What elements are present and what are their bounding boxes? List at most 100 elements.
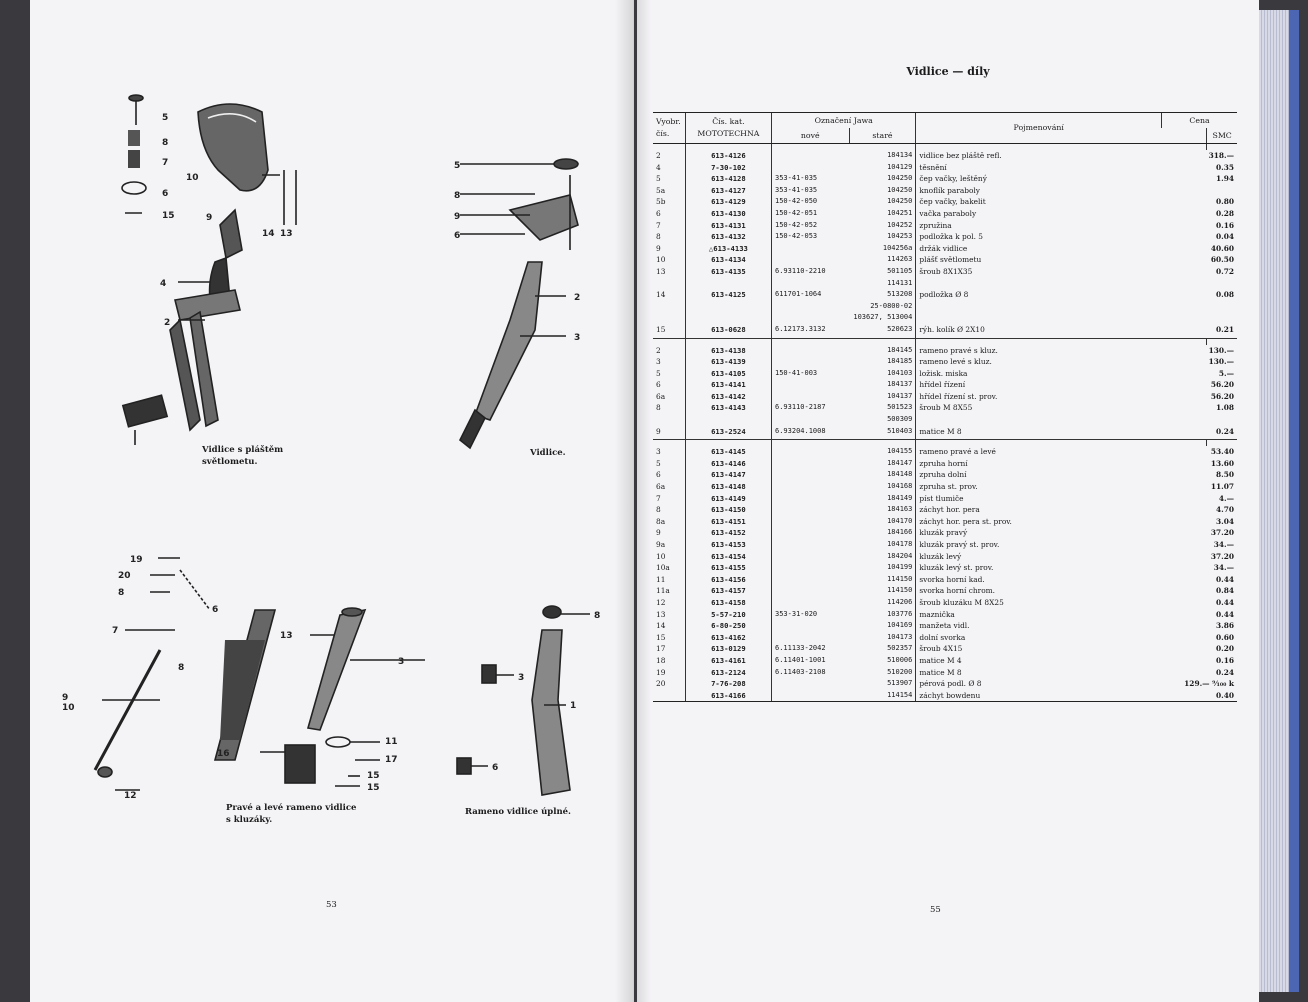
cell-nove: 6.93204.1008 xyxy=(771,425,850,441)
cell-vyb: 5 xyxy=(656,174,661,184)
cell-nove xyxy=(771,515,850,528)
cell-kat: 613-4131 xyxy=(684,219,772,232)
cell-vyb: 9 xyxy=(656,243,661,253)
cell-name: maznička xyxy=(915,608,1162,621)
cell-vyb: 6 xyxy=(656,380,661,390)
cell-nove xyxy=(771,539,850,551)
cell-nove: 150-42-050 xyxy=(771,196,850,208)
cell-nove: 6.11403-2108 xyxy=(771,666,850,679)
cell-vyb: 18 xyxy=(656,655,666,665)
cell-kat: 7-76-208 xyxy=(684,678,772,690)
cell-cena: 3.04 xyxy=(1215,516,1234,526)
cell-nove xyxy=(771,300,850,313)
cell-name xyxy=(915,277,1162,290)
cell-name: kluzák pravý st. prov. xyxy=(915,539,1162,551)
cell-name: podložka Ø 8 xyxy=(915,289,1162,301)
cell-vyb: 2 xyxy=(656,345,661,355)
cell-vyb: 17 xyxy=(656,644,666,654)
cell-cena: 318.— xyxy=(1208,151,1234,160)
cell-nove xyxy=(771,678,850,690)
cell-cena: 53.40 xyxy=(1210,447,1234,457)
cell-nove xyxy=(771,562,850,574)
cell-kat: 613-4152 xyxy=(684,527,772,539)
cell-name: záchyt hor. pera st. prov. xyxy=(915,515,1162,528)
col-header-name: Pojmenování xyxy=(915,112,1162,144)
cell-cena: 0.44 xyxy=(1215,574,1234,584)
cell-vyb: 11a xyxy=(656,586,670,596)
cell-cena: 37.20 xyxy=(1210,551,1234,561)
cell-cena: 0.40 xyxy=(1161,689,1237,703)
cell-stare: 184185 xyxy=(887,357,913,366)
svg-text:7: 7 xyxy=(162,158,168,168)
table-row: 103627, 513004 xyxy=(653,312,1237,324)
cell-cena xyxy=(1162,414,1237,426)
svg-text:14: 14 xyxy=(262,229,275,239)
cell-vyb: 6 xyxy=(656,208,661,218)
cell-cena xyxy=(1162,278,1237,290)
cell-kat: 613-4145 xyxy=(684,446,772,458)
cell-name: zpruha st. prov. xyxy=(915,481,1162,493)
cell-vyb: 14 xyxy=(656,621,666,631)
cell-cena: 56.20 xyxy=(1210,391,1234,401)
cell-vyb: 15 xyxy=(653,323,686,339)
cell-kat: 613-4132 xyxy=(684,231,772,243)
cell-nove: 353-41-035 xyxy=(771,184,850,197)
cell-nove xyxy=(771,150,850,162)
svg-text:3: 3 xyxy=(398,657,404,667)
cell-cena: 56.20 xyxy=(1210,380,1234,390)
cell-name: rameno pravé a levé xyxy=(915,446,1162,458)
cell-nove xyxy=(771,390,850,403)
cell-name: záchyt hor. pera xyxy=(915,504,1162,516)
cell-vyb: 5a xyxy=(656,185,666,195)
cell-nove xyxy=(771,312,850,324)
cell-cena: 4.70 xyxy=(1215,505,1234,515)
cell-kat: 613-4130 xyxy=(684,207,772,220)
cell-nove xyxy=(771,573,850,586)
cell-nove: 150-41-003 xyxy=(771,367,850,380)
table-row: 25-0800-02 xyxy=(653,300,1237,313)
cell-cena xyxy=(1162,312,1237,324)
caption-fork-arms: Pravé a levé rameno vidlice s kluzáky. xyxy=(226,803,357,825)
cell-nove: 150-42-051 xyxy=(771,207,850,220)
svg-text:15: 15 xyxy=(162,211,175,221)
cell-vyb: 8 xyxy=(656,505,661,515)
svg-text:3: 3 xyxy=(574,333,580,343)
cell-name: rameno pravé s kluz. xyxy=(915,344,1162,357)
col-header-smc: SMC xyxy=(1206,128,1237,144)
cell-vyb: 13 xyxy=(656,609,666,619)
cell-stare: 501105 xyxy=(887,266,913,275)
cell-stare: 184149 xyxy=(887,493,913,502)
cell-vyb: 7 xyxy=(656,220,661,230)
col-header-vyobr: Vyobr. čís. xyxy=(653,112,686,144)
cell-nove xyxy=(771,585,850,597)
cell-name: píst tlumiče xyxy=(915,492,1162,505)
cell-stare: 510200 xyxy=(887,667,913,676)
cell-kat: 613-4135 xyxy=(684,265,772,278)
svg-text:8: 8 xyxy=(454,191,460,201)
cell-cena: 0.16 xyxy=(1215,220,1234,230)
cell-nove xyxy=(771,242,850,255)
cell-nove: 6.93110-2187 xyxy=(771,402,850,415)
cell-kat: 5-57-210 xyxy=(684,608,772,621)
cell-kat: 613-4153 xyxy=(684,539,772,551)
cell-stare: 114131 xyxy=(887,278,913,287)
cell-vyb xyxy=(653,312,685,324)
cell-vyb: 2 xyxy=(656,151,661,160)
book-page-edges xyxy=(1259,10,1299,992)
cell-name: svorka horní kad. xyxy=(915,573,1162,586)
cell-name: svorka horní chrom. xyxy=(915,585,1162,597)
cell-kat: 613-2524 xyxy=(684,425,772,441)
